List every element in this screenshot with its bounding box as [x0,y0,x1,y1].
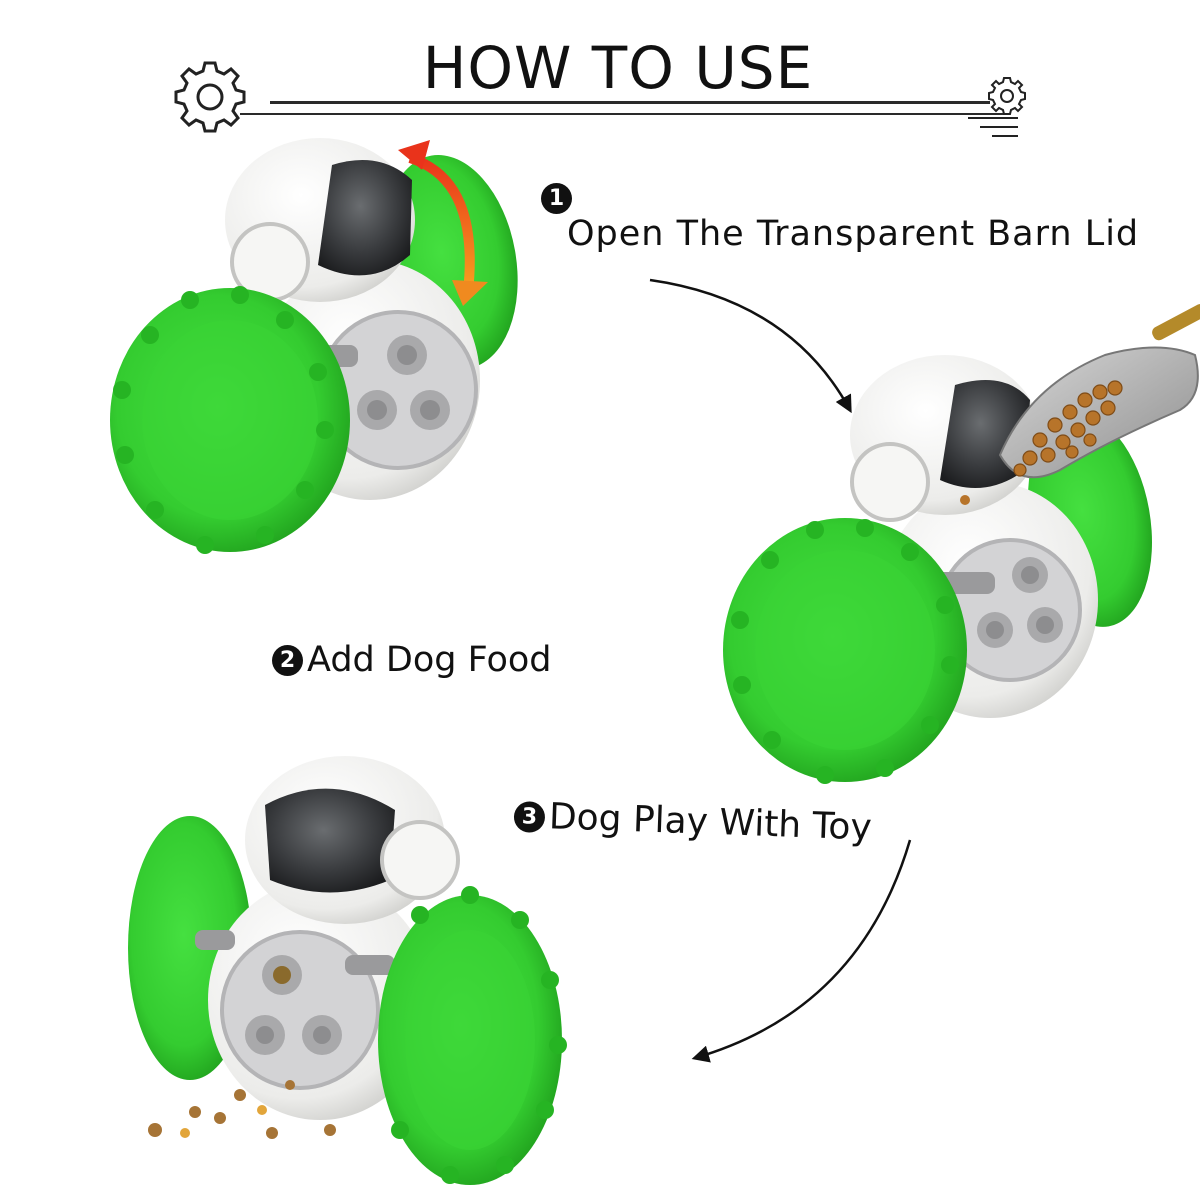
step-1-badge: 1 [541,183,572,214]
toy-illustration-step3 [128,756,567,1185]
header-rule-bottom [240,113,1010,115]
scoop-icon [960,303,1200,505]
step-1-text: Open The Transparent Barn Lid [567,214,1140,254]
toy-illustration-step1 [110,138,518,554]
lid-open-arrow [398,140,488,306]
speed-lines [968,117,1018,137]
page-title: HOW TO USE [422,34,814,102]
header-rule-top [270,101,990,104]
step-2-text: Add Dog Food [307,640,552,680]
gear-icon-large [174,61,246,133]
step-3-badge: 3 [513,801,546,834]
flow-arrow-2 [691,839,912,1063]
flow-arrow-1 [649,278,852,414]
gear-icon-small [988,77,1026,115]
step-1-label: Open The Transparent Barn Lid [567,214,1139,254]
step-2-badge: 2 [272,645,303,676]
